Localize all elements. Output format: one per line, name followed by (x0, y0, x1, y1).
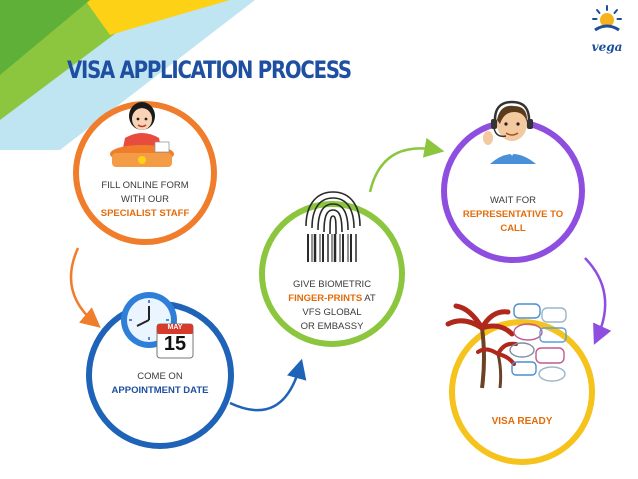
step-visa-ready: VISA READY (445, 303, 596, 466)
step4-line2: REPRESENTATIVE TO (462, 209, 564, 220)
step4-line3: CALL (500, 223, 526, 234)
step-biometric: GIVE BIOMETRIC FINGER-PRINTS AT VFS GLOB… (258, 191, 406, 348)
corner-decoration (0, 0, 255, 150)
palm-trees-stamps-icon (445, 303, 567, 389)
page-title: VISA APPLICATION PROCESS (67, 56, 352, 84)
arrow-step4-to-step5 (584, 257, 612, 345)
step3-line1: GIVE BIOMETRIC (292, 279, 372, 290)
arrow-step3-to-step4 (368, 137, 445, 193)
step4-line1: WAIT FOR (490, 195, 536, 206)
call-center-agent-icon (483, 100, 536, 164)
logo-text: vega (591, 40, 623, 54)
arrow-step2-to-step3 (229, 358, 307, 412)
step2-line2: APPOINTMENT DATE (111, 385, 209, 396)
step5-label: VISA READY (491, 416, 553, 427)
vega-logo: vega (582, 4, 632, 54)
step-fill-online-form: FILL ONLINE FORM WITH OUR SPECIALIST STA… (72, 100, 218, 246)
step1-line3: SPECIALIST STAFF (100, 208, 190, 219)
step3-line4: OR EMBASSY (300, 321, 364, 332)
calendar-month: MAY (167, 324, 183, 331)
step5-ring (449, 319, 595, 465)
calendar-day: 15 (163, 333, 187, 355)
step3-highlight: FINGER-PRINTS (288, 293, 363, 304)
sun-wave-logo-icon (592, 5, 622, 32)
step-wait-call: WAIT FOR REPRESENTATIVE TO CALL (440, 100, 586, 264)
receptionist-icon (110, 102, 174, 167)
step1-line2: WITH OUR (120, 194, 170, 205)
fingerprint-icon (305, 191, 361, 262)
step2-line1: COME ON (137, 371, 183, 382)
step1-line1: FILL ONLINE FORM (101, 180, 189, 191)
calendar-clock-icon (121, 292, 194, 359)
step3-line3: VFS GLOBAL (302, 307, 362, 318)
step3-line2-tail: AT (362, 293, 376, 304)
step-appointment: MAY 15 COME ON APPOINTMENT DATE (85, 292, 235, 450)
arrow-step1-to-step2 (69, 247, 101, 328)
